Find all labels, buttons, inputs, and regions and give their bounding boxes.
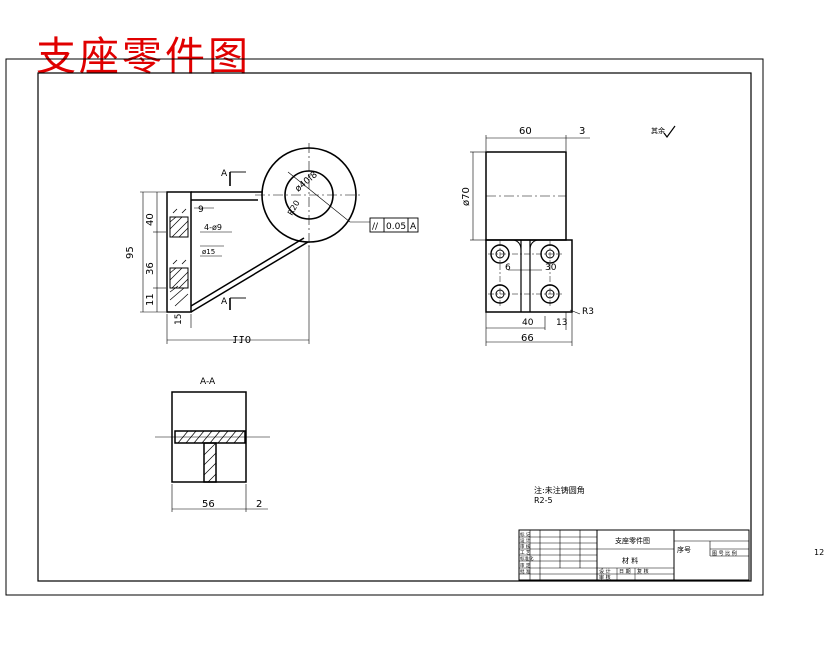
dim-phi15: ø15 [202, 248, 215, 256]
dim-40-side: 40 [522, 318, 534, 328]
note-line-2: R2-5 [534, 496, 553, 505]
tb-approve: 审 核 [599, 574, 611, 581]
dim-56: 56 [202, 499, 215, 510]
side-view [470, 135, 590, 346]
dim-110: 110 [232, 333, 251, 344]
section-marker-top: A [221, 169, 228, 179]
tb-date: 日 期 [619, 569, 631, 575]
drawing-title: 支座零件图 [36, 34, 251, 80]
tb-row-0: 标 记 [520, 531, 531, 538]
dim-9: 9 [198, 205, 204, 215]
dim-60: 60 [519, 126, 532, 137]
dim-r20: R20 [286, 199, 302, 217]
dim-4x9: 4-ø9 [204, 223, 222, 232]
tb-row-1: 设 计 [520, 537, 531, 544]
dim-13: 13 [556, 318, 567, 328]
tolerance-datum: A [410, 222, 417, 232]
sheet-number: 12 [814, 548, 825, 557]
roughness-symbol [663, 125, 676, 139]
tolerance-value: 0.05 [386, 222, 406, 232]
dim-phi70: ø70 [461, 187, 472, 206]
inner-frame [37, 72, 752, 582]
tb-design: 设 计 [599, 568, 611, 575]
tb-row-2: 审 核 [520, 543, 531, 550]
title-block [518, 529, 750, 581]
roughness-label: 其余 [651, 126, 665, 135]
section-label: A-A [200, 377, 216, 387]
dim-40-height: 40 [145, 213, 156, 226]
tb-part-name: 支座零件图 [615, 536, 650, 545]
note-line-1: 注:未注铸圆角 [534, 485, 585, 495]
tolerance-symbol: // [372, 222, 379, 232]
tb-scale-header: 图 号 比 例 [712, 550, 737, 557]
tb-seq-no: 序号 [677, 545, 691, 554]
dim-6: 6 [505, 263, 511, 273]
section-view [155, 391, 270, 512]
dim-11: 11 [145, 293, 156, 306]
tb-row-3: 工 艺 [520, 550, 531, 556]
dim-15: 15 [174, 314, 184, 325]
dim-r3: R3 [582, 307, 594, 317]
dim-36: 36 [145, 262, 156, 275]
tb-review: 复 核 [637, 568, 649, 575]
dim-30: 30 [545, 263, 557, 273]
dim-2: 2 [256, 499, 262, 510]
dim-3: 3 [579, 126, 585, 137]
outer-frame [5, 58, 764, 596]
dim-95: 95 [125, 246, 136, 259]
dim-66: 66 [521, 333, 534, 344]
tb-row-5: 审 定 [520, 562, 531, 569]
section-marker-bottom: A [221, 297, 228, 307]
tb-material: 材 料 [622, 556, 638, 565]
tb-row-6: 批 准 [520, 568, 531, 575]
tb-row-4: 标准化 [520, 555, 534, 562]
front-view [140, 143, 419, 344]
